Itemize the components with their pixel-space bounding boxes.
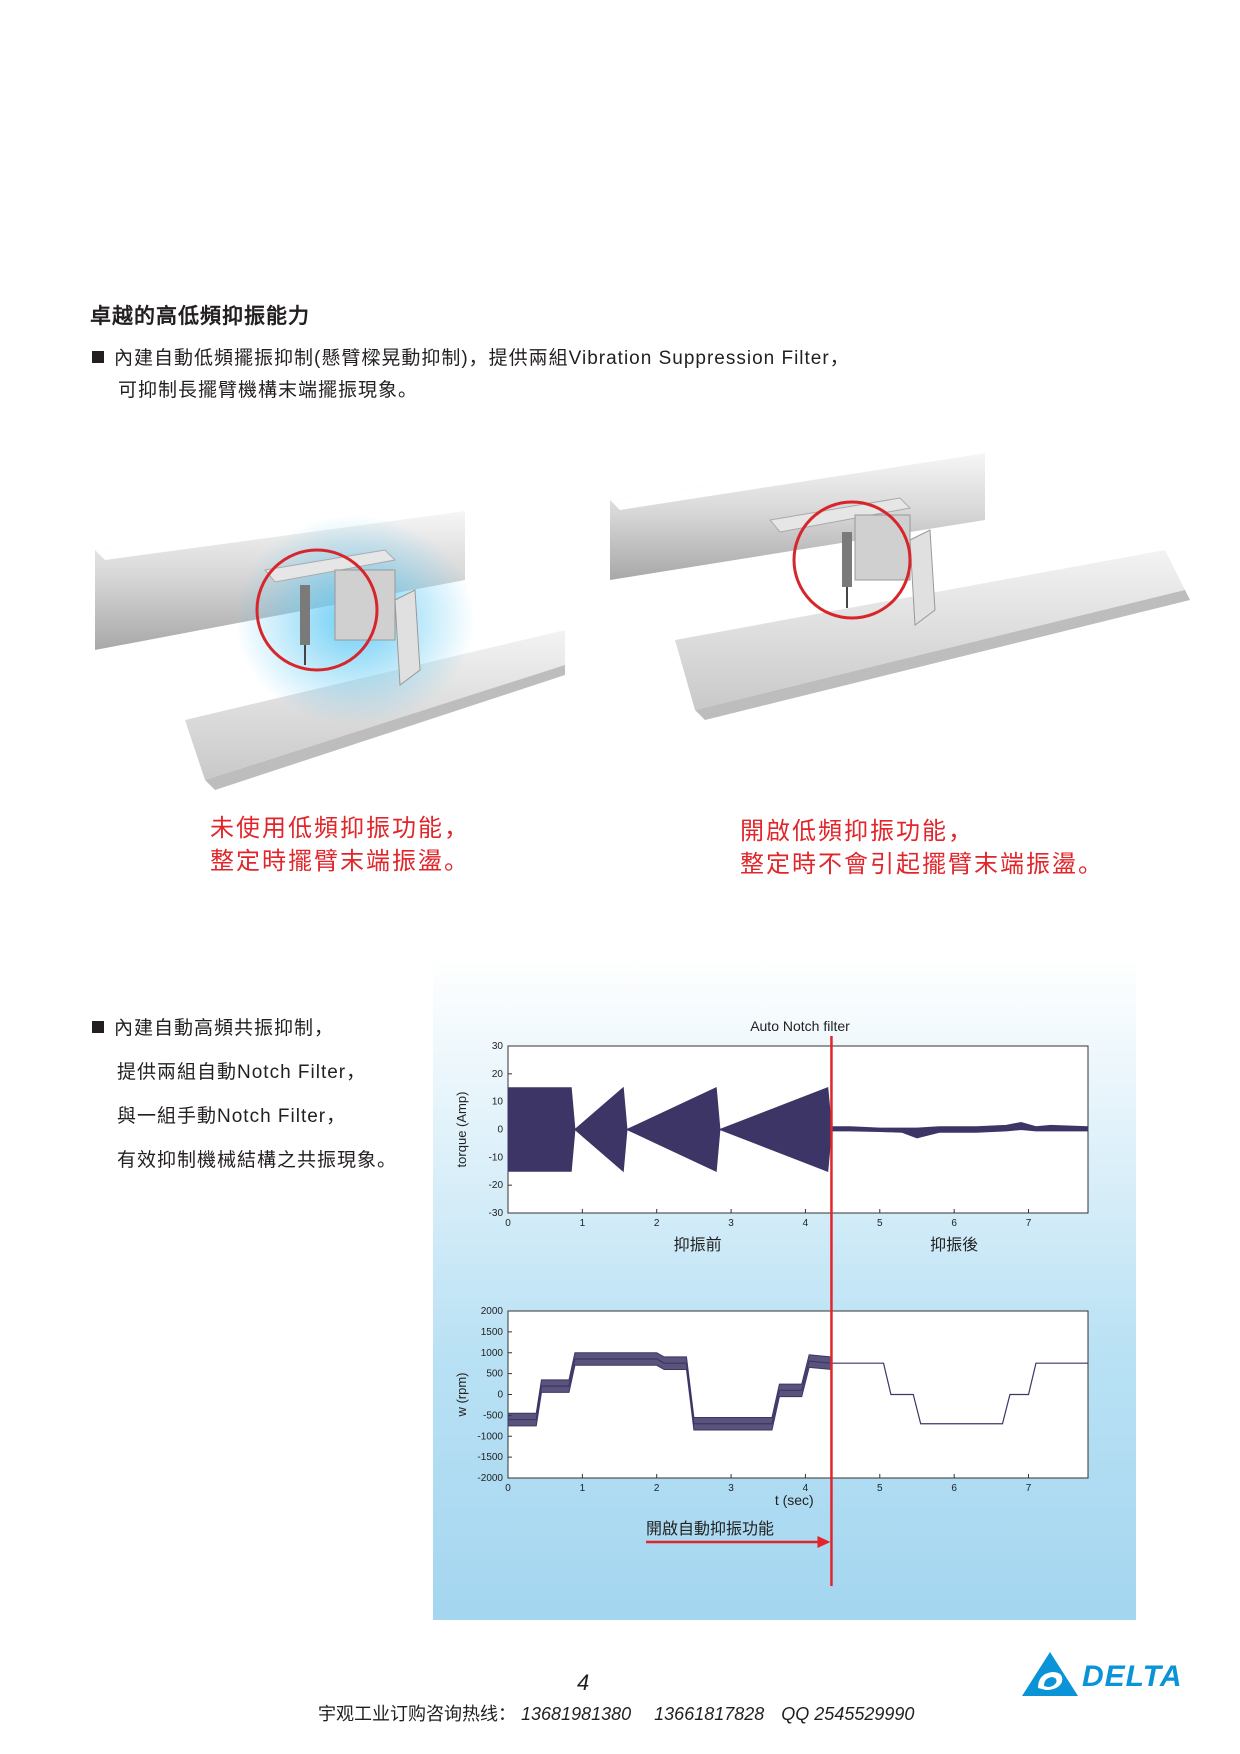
speed-y-tick-label: 0 [497,1390,503,1401]
speed-y-tick-label: -1000 [477,1431,503,1442]
speed-y-tick-label: 2000 [481,1306,504,1317]
torque-y-tick-label: 0 [497,1125,503,1136]
torque-x-tick-label: 6 [951,1218,957,1229]
page-number: 4 [577,1670,590,1695]
notch-line-2: 提供兩組自動Notch Filter， [117,1062,367,1083]
torque-x-tick-label: 2 [654,1218,660,1229]
torque-x-tick-label: 1 [580,1218,586,1229]
torque-y-tick-label: -20 [489,1180,504,1191]
notch-line-1: 內建自動高頻共振抑制， [92,1013,334,1040]
caption-left-line-1: 未使用低頻抑振功能， [210,815,470,842]
delta-triangle-icon [1022,1652,1078,1696]
torque-y-axis-label: torque (Amp) [454,1092,469,1168]
hotline-label: 宇观工业订购咨询热线： [318,1704,516,1724]
hotline-phone-2: 13661817828 [654,1704,765,1724]
speed-x-tick-label: 6 [951,1483,957,1494]
gantry-illustration-without-suppression [95,502,565,790]
speed-x-tick-label: 5 [877,1483,883,1494]
speed-x-tick-label: 2 [654,1483,660,1494]
speed-y-tick-label: -1500 [477,1452,503,1463]
speed-y-axis-label: w (rpm) [454,1372,469,1417]
speed-y-tick-label: 1000 [481,1348,504,1359]
intro-line-2: 可抑制長擺臂機構末端擺振現象。 [118,380,419,401]
intro-paragraph: 內建自動低頻擺振抑制(懸臂樑晃動抑制)，提供兩組Vibration Suppre… [92,343,850,407]
caption-without-suppression: 未使用低頻抑振功能， 整定時擺臂末端振盪。 [210,812,470,878]
torque-x-tick-label: 4 [803,1218,809,1229]
torque-y-tick-label: -30 [489,1208,504,1219]
caption-left-line-2: 整定時擺臂末端振盪。 [210,848,470,875]
annotation-label: 開啟自動抑振功能 [646,1520,774,1538]
speed-x-tick-label: 1 [580,1483,586,1494]
caption-right-line-2: 整定時不會引起擺臂末端振盪。 [740,851,1104,878]
speed-y-tick-label: 1500 [481,1327,504,1338]
torque-x-tick-label: 5 [877,1218,883,1229]
torque-y-tick-label: -10 [489,1152,504,1163]
speed-y-tick-label: -500 [483,1410,503,1421]
torque-y-tick-label: 20 [492,1069,504,1080]
bullet-icon [92,351,104,363]
speed-x-axis-label: t (sec) [775,1492,814,1508]
speed-y-tick-label: -2000 [477,1473,503,1484]
hotline-qq: QQ 2545529990 [781,1704,915,1724]
notch-line-4: 有效抑制機械結構之共振現象。 [117,1150,398,1171]
torque-x-tick-label: 3 [728,1218,734,1229]
speed-x-tick-label: 3 [728,1483,734,1494]
speed-x-tick-label: 4 [803,1483,809,1494]
speed-x-tick-label: 0 [505,1483,511,1494]
delta-logo: DELTA [1020,1650,1183,1698]
caption-right-line-1: 開啟低頻抑振功能， [740,818,974,845]
bullet-icon [92,1021,104,1033]
torque-x-tick-label: 0 [505,1218,511,1229]
region-label-before: 抑振前 [674,1236,722,1254]
torque-series-band [507,1086,1089,1173]
torque-x-tick-label: 7 [1026,1218,1032,1229]
section-title: 卓越的高低頻抑振能力 [90,305,310,328]
intro-line-1: 內建自動低頻擺振抑制(懸臂樑晃動抑制)，提供兩組Vibration Suppre… [114,348,850,369]
delta-logo-text: DELTA [1082,1660,1183,1693]
speed-y-tick-label: 500 [486,1369,503,1380]
hotline-phone-1: 13681981380 [521,1704,632,1724]
hotline-footer: 宇观工业订购咨询热线： 13681981380 13661817828 QQ 2… [318,1700,914,1726]
speed-x-tick-label: 7 [1026,1483,1032,1494]
torque-chart-title: Auto Notch filter [750,1018,850,1034]
notch-line-3: 與一組手動Notch Filter， [117,1106,347,1127]
annotation-arrow-head [817,1536,831,1548]
torque-y-tick-label: 30 [492,1041,504,1052]
caption-with-suppression: 開啟低頻抑振功能， 整定時不會引起擺臂末端振盪。 [740,815,1104,881]
gantry-illustration-with-suppression [610,445,1190,720]
region-label-after: 抑振後 [930,1236,978,1254]
torque-y-tick-label: 10 [492,1097,504,1108]
